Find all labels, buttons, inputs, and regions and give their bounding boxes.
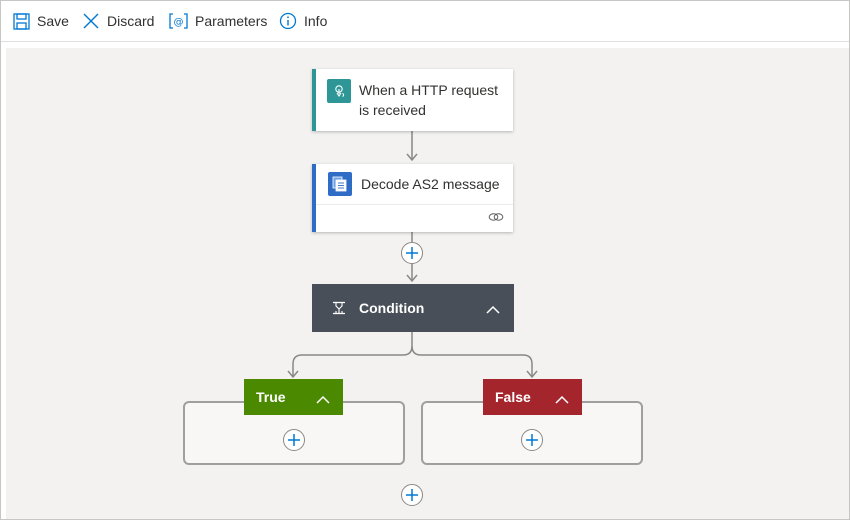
condition-card[interactable]: Condition [312,284,514,332]
trigger-title-line1: When a HTTP request [359,82,499,98]
trigger-card[interactable]: When a HTTP request is received [312,69,513,131]
false-branch-title: False [495,389,531,405]
decode-as2-card[interactable]: Decode AS2 message [312,164,513,232]
parameters-button[interactable]: @ Parameters [169,1,267,41]
as2-decode-icon [328,172,352,196]
parameters-icon: @ [169,12,188,30]
card-divider [316,204,513,205]
http-request-icon [327,79,351,103]
collapse-chevron-icon[interactable] [316,392,330,408]
plus-icon [406,489,418,501]
insert-step-button[interactable] [401,242,423,264]
true-branch-title: True [256,389,286,405]
add-action-false-button[interactable] [521,429,543,451]
discard-button[interactable]: Discard [82,1,154,41]
insert-step-bottom-button[interactable] [401,484,423,506]
trigger-accent [312,69,316,131]
false-branch-header[interactable]: False [483,379,582,415]
plus-icon [406,247,418,259]
save-icon [13,12,30,30]
info-button[interactable]: Info [279,1,327,41]
save-label: Save [37,13,69,29]
svg-text:@: @ [174,17,184,28]
condition-icon [332,301,346,320]
info-label: Info [304,13,328,29]
true-branch-header[interactable]: True [244,379,343,415]
decode-as2-title: Decode AS2 message [361,176,500,192]
link-icon[interactable] [488,210,504,229]
plus-icon [526,434,538,446]
discard-label: Discard [107,13,155,29]
add-action-true-button[interactable] [283,429,305,451]
info-icon [279,12,297,30]
decode-as2-accent [312,164,316,232]
discard-icon [82,12,100,30]
condition-title: Condition [359,300,425,316]
trigger-title-line2: is received [359,102,426,118]
save-button[interactable]: Save [13,1,69,41]
collapse-chevron-icon[interactable] [486,302,500,320]
designer-toolbar: Save Discard @ Parameters [1,1,849,42]
plus-icon [288,434,300,446]
collapse-chevron-icon[interactable] [555,392,569,408]
parameters-label: Parameters [195,13,268,29]
